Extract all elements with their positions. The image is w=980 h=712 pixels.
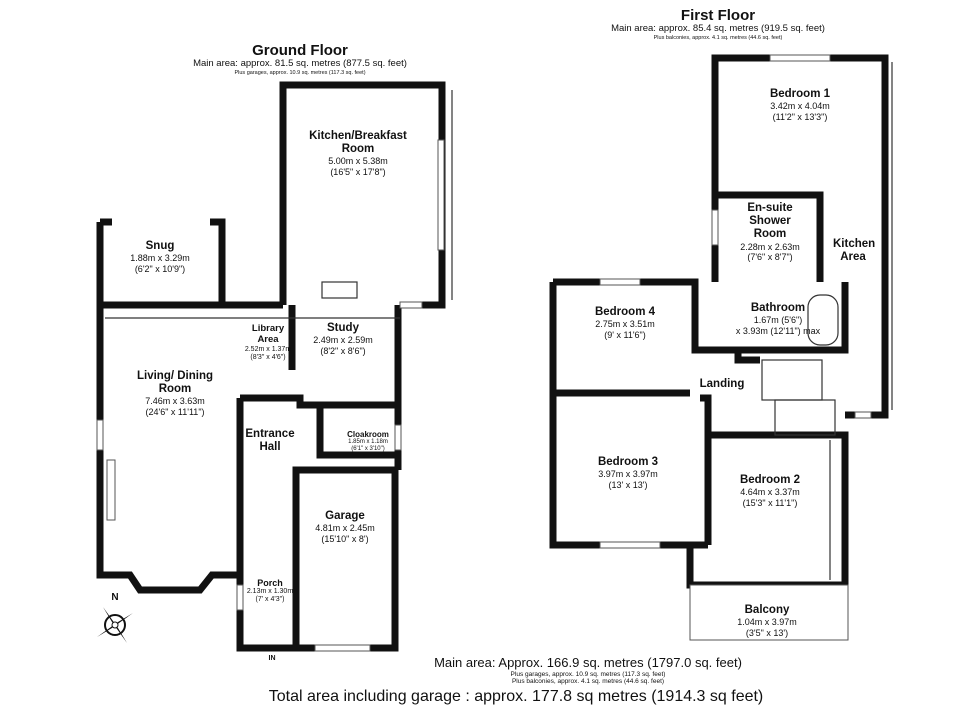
summary-total: Total area including garage : approx. 17… (268, 688, 764, 705)
ground-floor-extra: Plus garages, approx. 10.9 sq. metres (1… (234, 70, 366, 77)
room-study: Study 2.49m x 2.59m (8'2" x 8'6") (313, 322, 373, 356)
first-floor-title: First Floor (680, 7, 756, 24)
first-floor-header: First Floor Main area: approx. 85.4 sq. … (611, 7, 825, 41)
room-kitchen-breakfast: Kitchen/Breakfast Room 5.00m x 5.38m (16… (309, 130, 407, 177)
room-bathroom: Bathroom 1.67m (5'6") x 3.93m (12'11") m… (735, 302, 821, 336)
summary-balconies: Plus balconies, approx. 4.1 sq. metres (… (511, 678, 665, 686)
ground-floor-main-area: Main area: approx. 81.5 sq. metres (877.… (193, 58, 407, 70)
room-living-dining: Living/ Dining Room 7.46m x 3.63m (24'6"… (136, 370, 214, 417)
compass-icon (97, 607, 133, 643)
room-bedroom-3: Bedroom 3 3.97m x 3.97m (13' x 13') (597, 456, 659, 490)
summary-garages: Plus garages, approx. 10.9 sq. metres (1… (510, 670, 666, 678)
room-snug: Snug 1.88m x 3.29m (6'2" x 10'9") (130, 240, 190, 274)
summary-main-area: Main area: Approx. 166.9 sq. metres (179… (434, 655, 742, 670)
room-bedroom-1: Bedroom 1 3.42m x 4.04m (11'2" x 13'3") (769, 88, 831, 122)
first-floor-main-area: Main area: approx. 85.4 sq. metres (919.… (611, 23, 825, 35)
ground-floor-header: Ground Floor Main area: approx. 81.5 sq.… (193, 42, 407, 76)
compass-north-label: N (111, 592, 119, 603)
ground-floor-walls (96, 81, 453, 652)
room-balcony: Balcony 1.04m x 3.97m (3'5" x 13') (737, 604, 797, 638)
room-cloakroom: Cloakroom 1.85m x 1.18m (6'1" x 3'10") (347, 430, 389, 453)
entrance-label: IN (268, 655, 276, 662)
room-ensuite: En-suite Shower Room 2.28m x 2.63m (7'6"… (740, 202, 800, 262)
first-floor-extra: Plus balconies, approx. 4.1 sq. metres (… (653, 35, 783, 42)
room-landing: Landing (699, 378, 745, 390)
room-bedroom-2: Bedroom 2 4.64m x 3.37m (15'3" x 11'1") (739, 474, 801, 508)
room-bedroom-4: Bedroom 4 2.75m x 3.51m (9' x 11'6") (594, 306, 656, 340)
room-garage: Garage 4.81m x 2.45m (15'10" x 8') (315, 510, 375, 544)
first-floor-walls (549, 54, 893, 641)
room-porch: Porch 2.13m x 1.30m (7' x 4'3") (246, 578, 294, 604)
room-library-area: Library Area 2.52m x 1.37m (8'3" x 4'6") (244, 323, 292, 361)
room-entrance-hall: Entrance Hall (245, 428, 295, 454)
ground-floor-title: Ground Floor (252, 42, 348, 59)
room-kitchen-area: Kitchen Area (833, 238, 876, 264)
area-summary: Main area: Approx. 166.9 sq. metres (179… (434, 655, 742, 686)
